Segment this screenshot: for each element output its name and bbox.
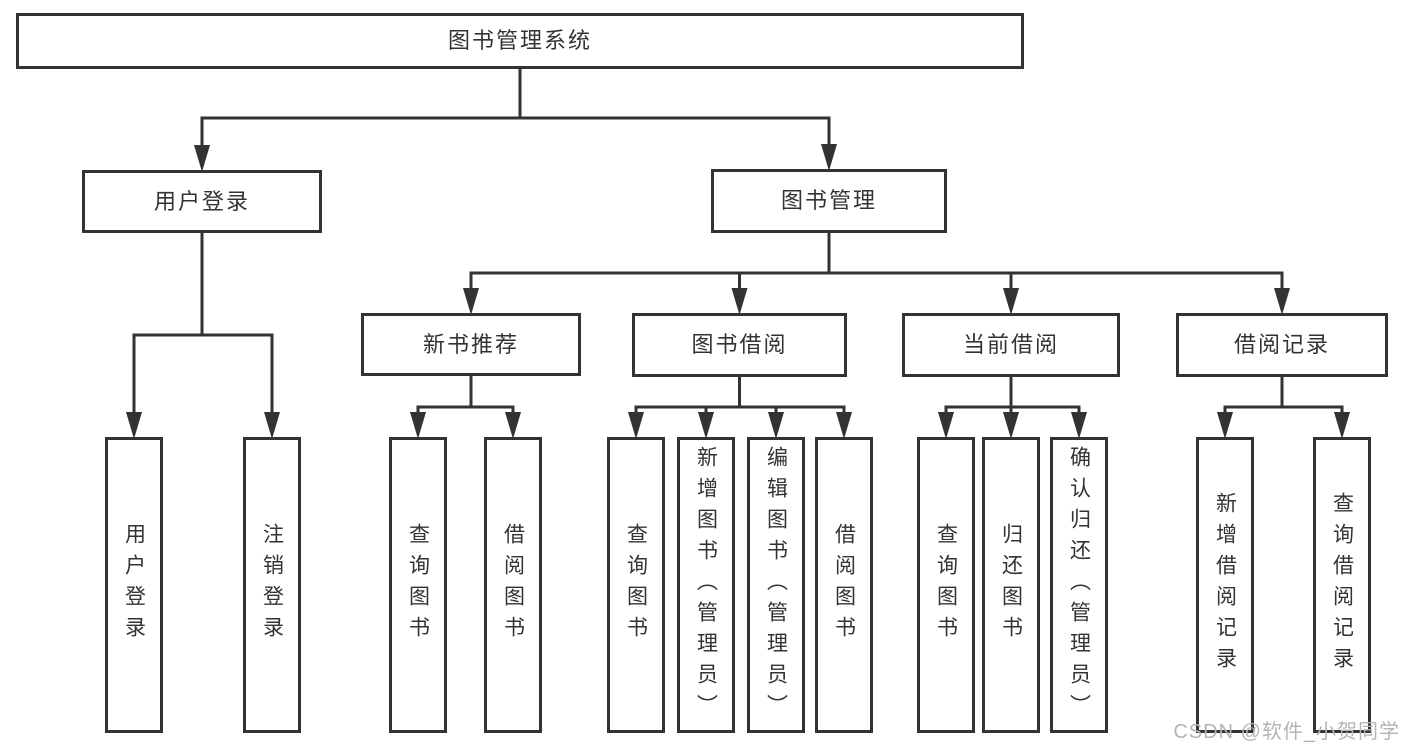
arrowhead: [1003, 288, 1019, 315]
node-label: 图书管理: [780, 188, 877, 213]
arrowhead: [194, 145, 210, 172]
arrowhead: [821, 144, 837, 171]
node-borrow-records: 借阅记录: [1176, 313, 1388, 377]
node-nb-borrow: 借阅图书: [484, 437, 542, 733]
arrowhead: [410, 412, 426, 439]
arrowhead: [836, 412, 852, 439]
node-label: 借阅图书: [501, 523, 525, 647]
arrowhead: [938, 412, 954, 439]
node-label: 归还图书: [999, 523, 1023, 647]
node-br-add: 新增借阅记录: [1196, 437, 1254, 733]
node-label: 图书管理系统: [447, 28, 592, 53]
node-cb-confirm: 确认归还（管理员）: [1050, 437, 1108, 733]
node-ul-logout: 注销登录: [243, 437, 301, 733]
node-bb-borrow: 借阅图书: [815, 437, 873, 733]
node-label: 图书借阅: [691, 332, 788, 357]
node-label: 查询图书: [624, 523, 648, 647]
watermark: CSDN @软件_小贺同学: [1173, 721, 1400, 743]
node-label: 查询图书: [934, 523, 958, 647]
node-label: 新增借阅记录: [1213, 492, 1237, 678]
node-bb-query: 查询图书: [607, 437, 665, 733]
arrowhead: [463, 288, 479, 315]
node-label: 注销登录: [260, 523, 284, 647]
node-label: 当前借阅: [962, 332, 1059, 357]
node-ul-login: 用户登录: [105, 437, 163, 733]
arrowhead: [264, 412, 280, 439]
node-new-books: 新书推荐: [361, 313, 581, 376]
node-br-query: 查询借阅记录: [1313, 437, 1371, 733]
node-label: 查询图书: [406, 523, 430, 647]
node-label: 编辑图书（管理员）: [764, 445, 788, 725]
arrowhead: [628, 412, 644, 439]
arrowhead: [1071, 412, 1087, 439]
node-bb-add: 新增图书（管理员）: [677, 437, 735, 733]
arrowhead: [731, 288, 748, 315]
node-cb-query: 查询图书: [917, 437, 975, 733]
node-label: 借阅图书: [832, 523, 856, 647]
node-label: 借阅记录: [1233, 332, 1330, 357]
arrowhead: [1003, 412, 1019, 439]
node-book-borrow: 图书借阅: [632, 313, 847, 377]
arrowhead: [505, 412, 521, 439]
arrowhead: [126, 412, 142, 439]
node-label: 用户登录: [122, 523, 146, 647]
arrowhead: [698, 412, 714, 439]
node-current-borrow: 当前借阅: [902, 313, 1120, 377]
node-label: 新增图书（管理员）: [694, 445, 718, 725]
arrowhead: [1334, 412, 1350, 439]
node-root: 图书管理系统: [16, 13, 1024, 69]
arrowhead: [1217, 412, 1233, 439]
arrowhead: [768, 412, 784, 439]
node-cb-return: 归还图书: [982, 437, 1040, 733]
node-bb-edit: 编辑图书（管理员）: [747, 437, 805, 733]
node-label: 用户登录: [153, 188, 250, 214]
node-label: 确认归还（管理员）: [1067, 445, 1091, 725]
node-book-mgmt: 图书管理: [711, 169, 947, 233]
node-nb-query: 查询图书: [389, 437, 447, 733]
node-label: 新书推荐: [422, 331, 519, 357]
node-user-login: 用户登录: [82, 170, 322, 233]
arrowhead: [1274, 288, 1290, 315]
node-label: 查询借阅记录: [1330, 492, 1354, 678]
